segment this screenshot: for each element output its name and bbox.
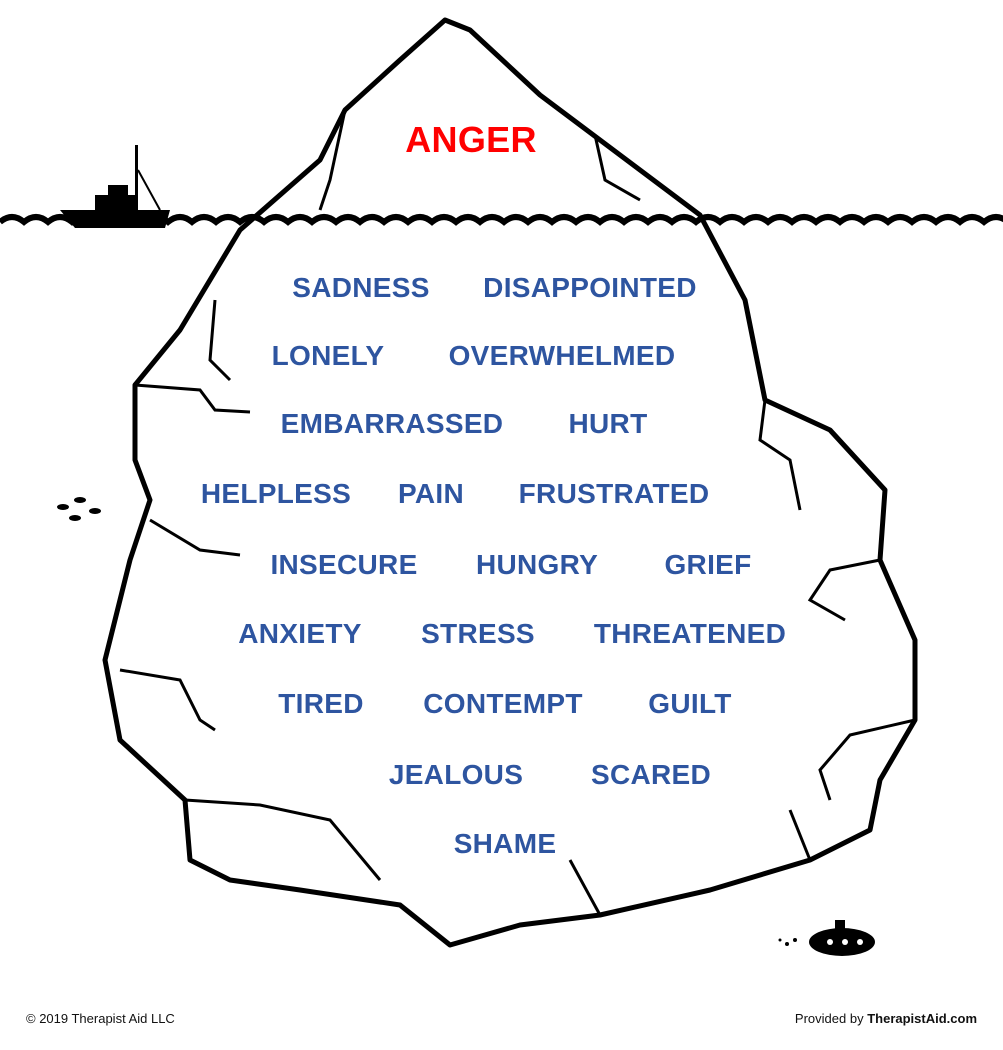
hidden-feeling: THREATENED xyxy=(593,618,787,649)
provided-by-label: Provided by xyxy=(794,1011,864,1026)
hidden-feeling: DISAPPOINTED xyxy=(483,272,697,303)
provided-by: Provided by TherapistAid.com xyxy=(795,1011,977,1026)
fish-school-icon xyxy=(57,497,101,521)
hidden-feeling: SHAME xyxy=(453,828,557,859)
fishing-boat-icon xyxy=(60,145,170,228)
hidden-feeling: HUNGRY xyxy=(475,549,599,580)
hidden-feeling: HURT xyxy=(568,408,648,439)
surface-feeling-anger: ANGER xyxy=(405,119,537,160)
hidden-feeling: PAIN xyxy=(397,478,465,509)
hidden-feeling: OVERWHELMED xyxy=(448,340,676,371)
hidden-feeling: HELPLESS xyxy=(200,478,352,509)
hidden-feeling: FRUSTRATED xyxy=(518,478,710,509)
hidden-feeling: LONELY xyxy=(271,340,385,371)
hidden-feeling: SADNESS xyxy=(292,272,430,303)
hidden-feeling: EMBARRASSED xyxy=(280,408,504,439)
hidden-feeling: GUILT xyxy=(648,688,732,719)
iceberg-cracks xyxy=(119,109,916,916)
water-line xyxy=(0,214,1003,226)
hidden-feeling: JEALOUS xyxy=(388,759,524,790)
copyright: © 2019 Therapist Aid LLC xyxy=(26,1011,175,1026)
submarine-icon xyxy=(778,920,875,956)
hidden-feeling: TIRED xyxy=(278,688,364,719)
brand-link[interactable]: TherapistAid.com xyxy=(867,1011,977,1026)
hidden-feeling: INSECURE xyxy=(270,549,418,580)
hidden-feeling: STRESS xyxy=(421,618,535,649)
iceberg-outline xyxy=(102,17,918,948)
hidden-feeling: GRIEF xyxy=(664,549,752,580)
hidden-feeling: ANXIETY xyxy=(238,618,362,649)
hidden-feeling: SCARED xyxy=(590,759,712,790)
hidden-feeling: CONTEMPT xyxy=(423,688,583,719)
